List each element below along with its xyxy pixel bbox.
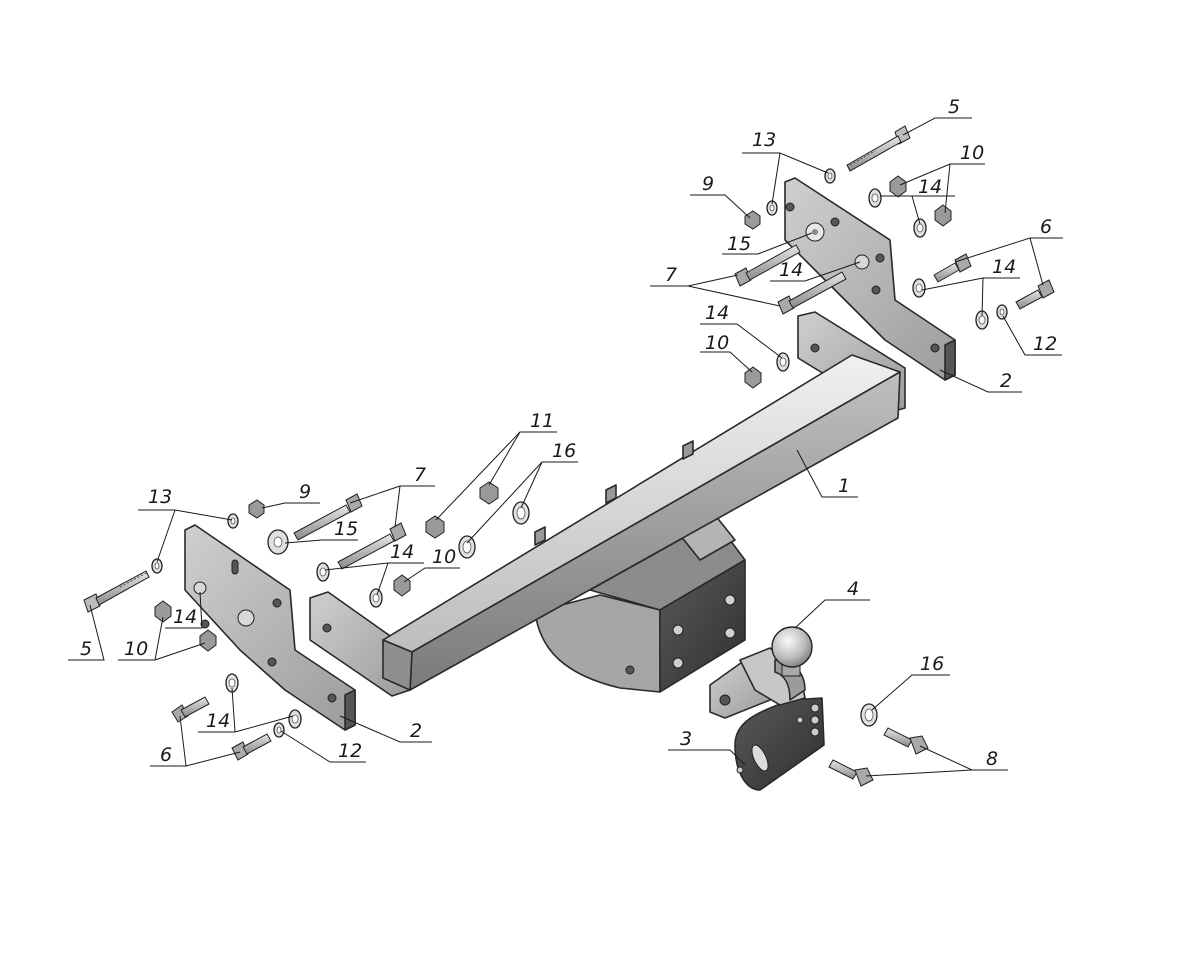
callout-13-left: 13 [148,486,172,508]
nut-11-a [425,515,445,539]
center-bracket [534,514,746,693]
bolt-7-left-lower [337,522,407,570]
washers [151,168,1008,738]
callout-14-right-bracket: 14 [779,259,803,281]
callout-7-right: 7 [665,264,677,286]
nut-10-right-a [889,175,907,198]
callout-13-right: 13 [752,129,776,151]
nut-11-b [479,481,499,505]
part-2-left-side-bracket [184,524,356,731]
callout-4: 4 [847,578,859,600]
callout-6-left: 6 [160,744,172,766]
bolt-6-left-lower [231,733,272,761]
bolt-7-right-upper [734,244,801,287]
nut-10-left-b [199,629,217,652]
nut-10-left-c [393,574,411,597]
bolt-7-right-lower [777,271,847,315]
bolt-5-right [846,125,911,172]
callout-10-right-lower: 10 [705,332,729,354]
callout-12-right: 12 [1033,333,1057,355]
callout-15-right: 15 [727,233,751,255]
part-1-crossbeam [309,311,906,697]
callout-11: 11 [530,410,554,432]
callout-14-right-upper: 14 [918,176,942,198]
callout-1: 1 [838,475,850,497]
callout-6-right: 6 [1040,216,1052,238]
callout-14-left-lower: 14 [206,710,230,732]
callout-2-left: 2 [410,720,422,742]
bolt-7-left-upper [293,493,363,541]
bolt-5-left [83,570,150,613]
callout-10-left: 10 [124,638,148,660]
part-3-socket-plate [734,697,825,791]
part-4-tow-ball [709,626,813,719]
bolt-6-left-upper [171,696,210,723]
nut-10-right-c [744,366,762,389]
part-2-right-side-bracket [784,177,956,381]
nuts [154,175,952,652]
bolt-6-right-lower [1015,279,1055,310]
leader-lines [68,117,1063,777]
callout-10-right: 10 [960,142,984,164]
callout-5-left: 5 [80,638,92,660]
callout-2-right: 2 [1000,370,1012,392]
callout-10-left-upper: 10 [432,546,456,568]
callout-7-left: 7 [414,464,426,486]
bolt-8-upper [883,727,929,755]
callout-14-right-lower: 14 [992,256,1016,278]
callout-9-right: 9 [702,173,714,195]
callout-labels: 1 2 2 3 4 5 5 6 6 7 7 8 9 9 10 10 10 10 … [80,96,1057,770]
nut-10-left-a [154,600,172,623]
callout-3: 3 [680,728,692,750]
washer-holes [154,172,1005,734]
callout-8: 8 [986,748,998,770]
callout-12-left: 12 [338,740,362,762]
callout-5-right: 5 [948,96,960,118]
callout-16-right: 16 [920,653,944,675]
callout-9-left: 9 [299,481,311,503]
nut-10-right-b [934,204,952,227]
callout-14-right-mid: 14 [705,302,729,324]
bolt-8-lower [828,759,874,787]
nut-9-left [248,499,265,519]
callout-16-top: 16 [552,440,576,462]
callout-14-left-upper: 14 [390,541,414,563]
callout-15-left: 15 [334,518,358,540]
callout-14-left-bracket: 14 [173,606,197,628]
nut-9-right [744,210,761,230]
